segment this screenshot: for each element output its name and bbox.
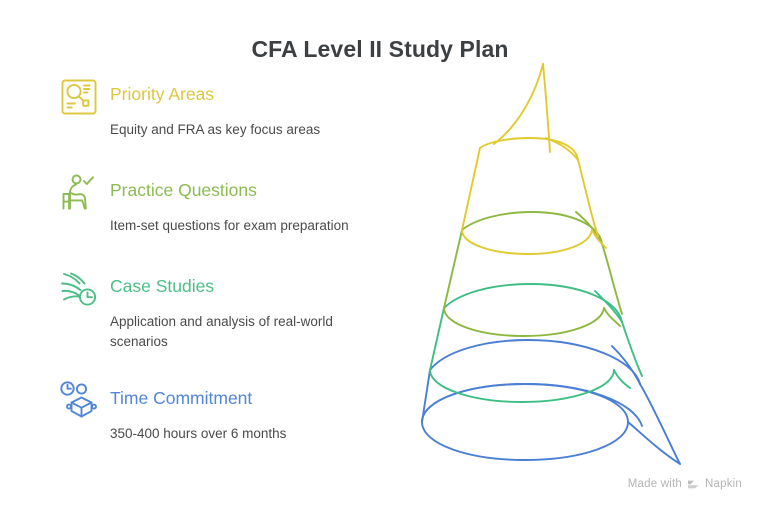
spiral-apex-left bbox=[493, 63, 544, 145]
spiral-band-bottom-edge bbox=[421, 383, 643, 427]
spiral-band-2-bottom bbox=[443, 307, 605, 337]
spiral-band-2-right bbox=[601, 243, 623, 315]
watermark-brand: Napkin bbox=[705, 478, 742, 490]
spiral-band-1-bottom bbox=[461, 229, 593, 255]
spiral-band-3-bottom bbox=[429, 369, 615, 403]
list-item-description: Equity and FRA as key focus areas bbox=[110, 122, 321, 137]
spiral-cone-graphic bbox=[390, 40, 750, 480]
spiral-band-1-left bbox=[461, 147, 481, 231]
spiral-band-1-bottom-tail bbox=[591, 229, 607, 249]
spiral-band-4-left bbox=[421, 369, 431, 423]
page-title: CFA Level II Study Plan bbox=[251, 36, 509, 62]
list-item-description: Item-set questions for exam preparation bbox=[110, 218, 349, 233]
spiral-band-3-top bbox=[443, 283, 623, 323]
list-item-title: Priority Areas bbox=[110, 84, 215, 104]
spiral-band-3-seam bbox=[594, 290, 623, 323]
list-item-title: Practice Questions bbox=[110, 180, 257, 200]
list-item-description: Application and analysis of real-world s… bbox=[110, 314, 333, 349]
list-item-title: Case Studies bbox=[110, 276, 215, 296]
clock-person-box-icon bbox=[58, 380, 100, 422]
person-studying-check-icon bbox=[58, 172, 100, 214]
napkin-watermark: Made with Napkin bbox=[628, 478, 742, 490]
spiral-band-3-left bbox=[429, 307, 445, 371]
spiral-apex-right bbox=[542, 63, 551, 153]
spiral-band-3-bottom-tail bbox=[613, 369, 631, 389]
spiral-band-3-right bbox=[621, 321, 643, 377]
list-item-description: 350-400 hours over 6 months bbox=[110, 426, 287, 441]
spiral-band-4-top bbox=[429, 339, 641, 385]
spiral-band-4-tail-outer bbox=[639, 383, 681, 465]
spiral-band-4-seam bbox=[611, 345, 641, 385]
spiral-band-4-tail-inner bbox=[627, 421, 681, 465]
spiral-band-2-bottom-tail bbox=[603, 307, 621, 327]
flow-lines-clock-icon bbox=[58, 268, 100, 310]
list-item-title: Time Commitment bbox=[110, 388, 253, 408]
spiral-band-2-left bbox=[443, 229, 463, 309]
spiral-band-1-top bbox=[479, 137, 579, 161]
napkin-logo-icon bbox=[687, 479, 700, 490]
watermark-prefix: Made with bbox=[627, 478, 682, 490]
spiral-band-1-right bbox=[577, 159, 599, 237]
report-magnifier-icon bbox=[58, 76, 100, 118]
